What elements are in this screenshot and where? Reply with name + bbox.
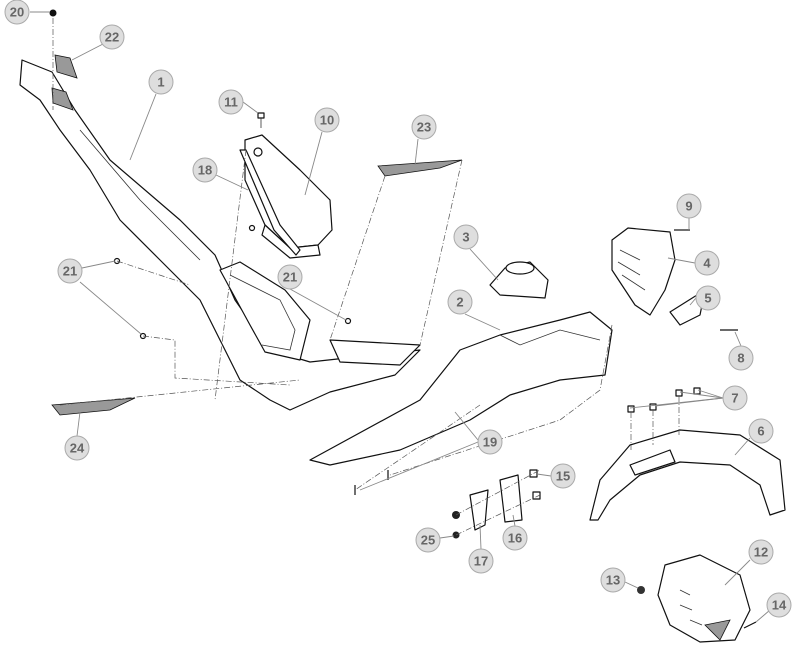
callout-23: 23: [411, 114, 437, 140]
svg-text:20: 20: [10, 5, 24, 20]
part-11-screw[interactable]: [257, 112, 265, 128]
callout-21: 21: [277, 264, 303, 290]
callout-24: 24: [64, 435, 90, 461]
callout-1: 1: [148, 69, 174, 95]
callout-6: 6: [748, 418, 774, 444]
part-14-screw[interactable]: [743, 621, 757, 629]
svg-text:25: 25: [421, 533, 435, 548]
svg-text:18: 18: [198, 163, 212, 178]
part-6-front-fender[interactable]: [589, 429, 786, 521]
callout-2: 2: [447, 289, 473, 315]
callout-21: 21: [57, 258, 83, 284]
part-23-decal[interactable]: [377, 159, 463, 177]
svg-text:14: 14: [772, 598, 787, 613]
part-25-nut[interactable]: [452, 511, 460, 539]
leader-lines: [30, 11, 771, 623]
svg-text:12: 12: [754, 545, 768, 560]
part-3-air-box-cap[interactable]: [489, 261, 549, 299]
svg-text:13: 13: [606, 573, 620, 588]
svg-text:2: 2: [456, 295, 463, 310]
svg-text:7: 7: [731, 391, 738, 406]
svg-text:19: 19: [483, 435, 497, 450]
callout-10: 10: [314, 107, 340, 133]
part-13-nut[interactable]: [637, 586, 645, 594]
callout-13: 13: [600, 567, 626, 593]
svg-text:22: 22: [105, 30, 119, 45]
callout-15: 15: [550, 463, 576, 489]
svg-text:6: 6: [757, 424, 764, 439]
part-24-decal[interactable]: [51, 397, 136, 416]
part-2-side-panel[interactable]: [309, 311, 613, 466]
part-15-screw[interactable]: [529, 469, 541, 500]
svg-text:1: 1: [157, 75, 164, 90]
svg-text:8: 8: [737, 351, 744, 366]
svg-text:9: 9: [685, 199, 692, 214]
part-12-disc-guard[interactable]: [657, 554, 751, 643]
callout-19: 19: [477, 429, 503, 455]
svg-text:24: 24: [70, 441, 85, 456]
svg-text:10: 10: [320, 113, 334, 128]
callout-11: 11: [218, 89, 244, 115]
part-21-screw[interactable]: [344, 317, 352, 325]
callout-16: 16: [502, 525, 528, 551]
callout-22: 22: [99, 24, 125, 50]
svg-text:4: 4: [703, 256, 711, 271]
callout-14: 14: [766, 592, 792, 618]
svg-text:16: 16: [508, 531, 522, 546]
svg-text:5: 5: [704, 291, 711, 306]
svg-text:21: 21: [63, 264, 77, 279]
callout-9: 9: [676, 193, 702, 219]
part-16-plate[interactable]: [499, 474, 523, 523]
part-10-cover[interactable]: [244, 134, 333, 259]
part-7-screws[interactable]: [627, 387, 701, 413]
part-20-screw[interactable]: [49, 9, 57, 17]
part-4-guard[interactable]: [611, 227, 676, 316]
callout-3: 3: [453, 224, 479, 250]
svg-text:17: 17: [474, 554, 488, 569]
svg-text:3: 3: [462, 230, 469, 245]
svg-text:21: 21: [283, 270, 297, 285]
callout-20: 20: [4, 0, 30, 25]
part-19-screw[interactable]: [354, 470, 389, 495]
callout-8: 8: [728, 345, 754, 371]
callout-25: 25: [415, 527, 441, 553]
callout-17: 17: [468, 548, 494, 574]
callout-4: 4: [694, 250, 720, 276]
callout-18: 18: [192, 157, 218, 183]
callout-12: 12: [748, 539, 774, 565]
svg-text:11: 11: [224, 95, 238, 110]
callout-5: 5: [695, 285, 721, 311]
callout-7: 7: [722, 385, 748, 411]
svg-text:15: 15: [556, 469, 570, 484]
svg-text:23: 23: [417, 120, 431, 135]
part-17-bracket[interactable]: [469, 489, 489, 531]
part-21-screw[interactable]: [248, 224, 256, 232]
